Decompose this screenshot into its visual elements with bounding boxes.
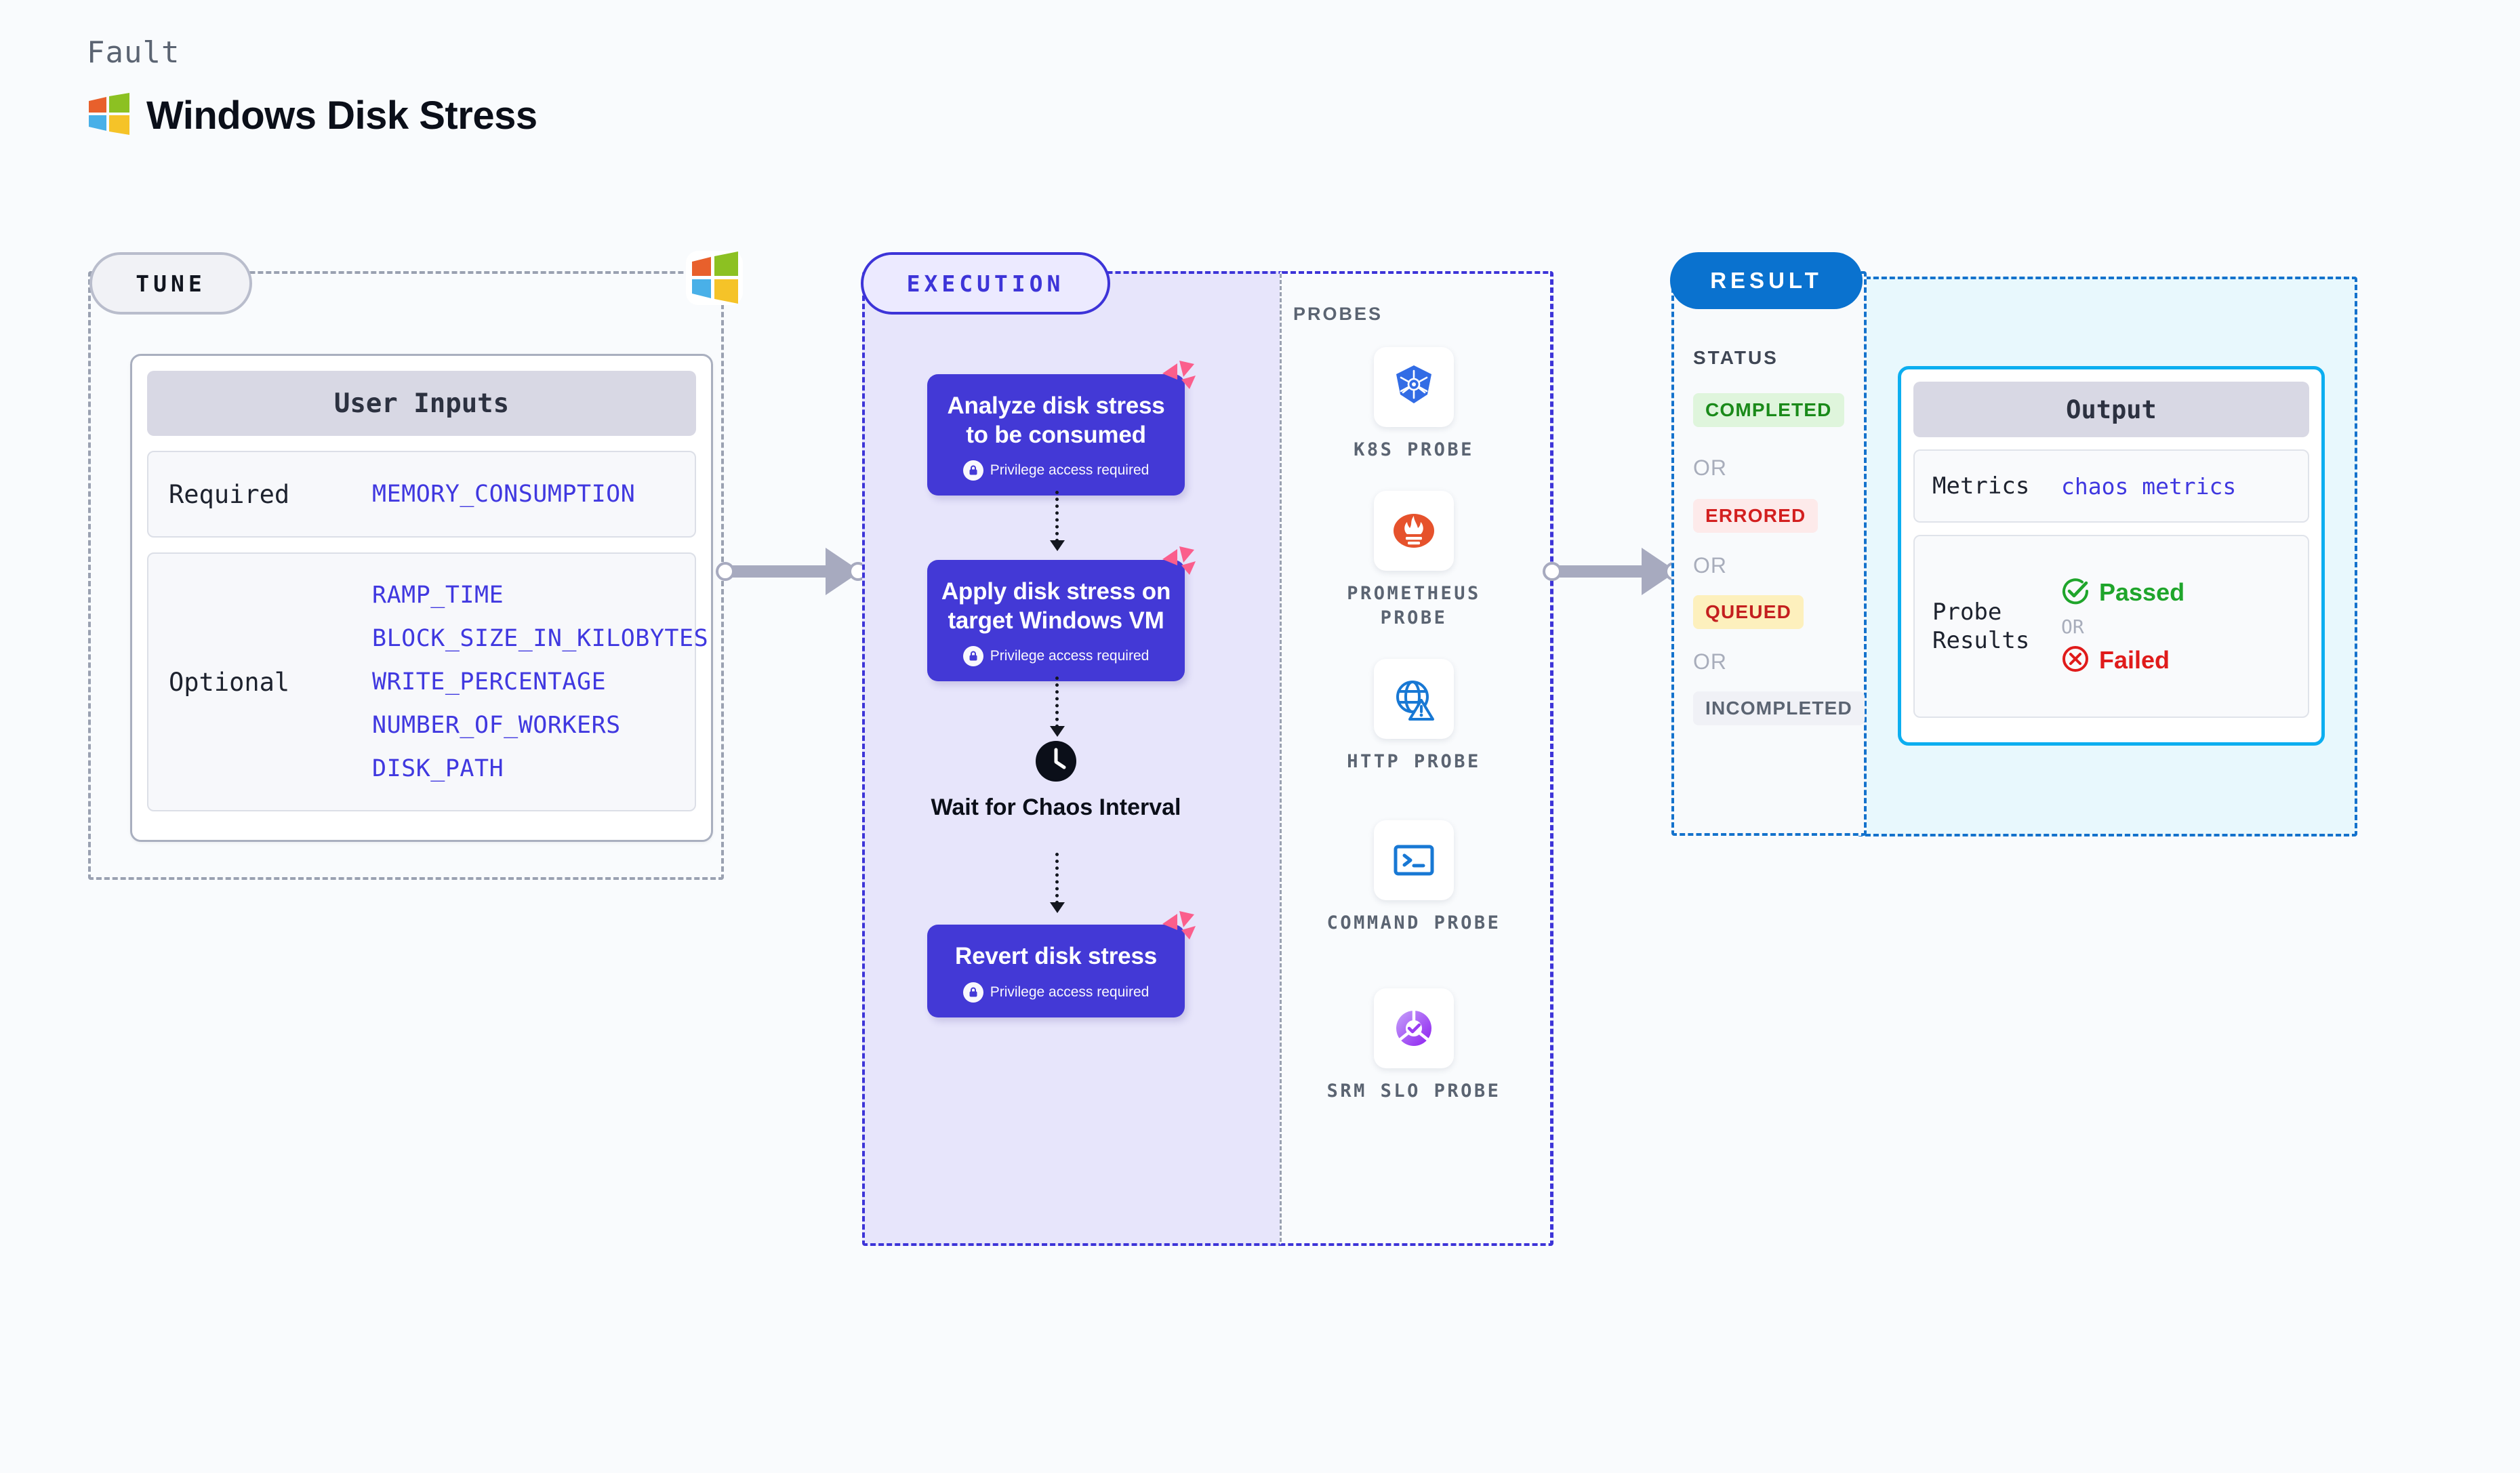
probe-result-passed: Passed (2061, 577, 2184, 609)
input-param[interactable]: MEMORY_CONSUMPTION (372, 481, 636, 508)
http-globe-warning-icon (1374, 659, 1454, 739)
execution-step[interactable]: Analyze disk stress to be consumed Privi… (927, 361, 1196, 496)
connector-dot-start (1543, 562, 1562, 581)
probe-label: SRM SLO PROBE (1326, 1081, 1501, 1102)
chaos-icon (1159, 358, 1197, 398)
privilege-note-text: Privilege access required (990, 462, 1150, 479)
chaos-icon (1159, 544, 1197, 584)
wait-for-chaos-interval-node: Wait for Chaos Interval (927, 740, 1185, 822)
status-or-label: OR (1693, 649, 1727, 674)
probe-item-command[interactable]: COMMAND PROBE (1312, 820, 1516, 935)
title-row: Windows Disk Stress (87, 93, 537, 138)
probes-title: PROBES (1293, 304, 1383, 324)
output-card: Output Metrics chaos metrics Probe Resul… (1898, 366, 2325, 746)
windows-logo-icon (87, 93, 131, 138)
tune-pill-label: TUNE (89, 252, 252, 315)
status-title: STATUS (1693, 347, 1779, 368)
execution-pill-label: EXECUTION (861, 252, 1110, 315)
connector-tune-to-execution (716, 548, 878, 595)
probe-item-srm-slo[interactable]: SRM SLO PROBE (1312, 988, 1516, 1104)
probe-item-http[interactable]: HTTP PROBE (1312, 659, 1516, 774)
status-or-label: OR (1693, 553, 1727, 578)
output-key-probe-results: Probe Results (1932, 598, 2030, 655)
probe-label: K8S PROBE (1354, 439, 1474, 460)
output-header: Output (1913, 382, 2309, 437)
user-inputs-row-required: Required MEMORY_CONSUMPTION (147, 451, 696, 538)
row-key-required: Required (169, 479, 290, 509)
step-title: Analyze disk stress to be consumed (947, 392, 1165, 448)
wait-label: Wait for Chaos Interval (931, 794, 1181, 820)
probe-item-prometheus[interactable]: PROMETHEUS PROBE (1312, 491, 1516, 631)
probe-result-failed: Failed (2061, 645, 2184, 677)
input-param[interactable]: RAMP_TIME (372, 582, 504, 609)
windows-logo-badge-icon (685, 249, 744, 310)
row-key-optional: Optional (169, 667, 290, 697)
probe-item-k8s[interactable]: K8S PROBE (1312, 347, 1516, 462)
output-row-metrics: Metrics chaos metrics (1913, 449, 2309, 523)
srm-slo-donut-check-icon (1374, 988, 1454, 1068)
privilege-note-text: Privilege access required (990, 984, 1150, 1000)
privilege-note: Privilege access required (937, 982, 1175, 1003)
status-badge-errored: ERRORED (1693, 499, 1818, 533)
terminal-icon (1374, 820, 1454, 900)
user-inputs-row-optional: Optional RAMP_TIME BLOCK_SIZE_IN_KILOBYT… (147, 552, 708, 811)
probe-results-list: Passed OR Failed (2061, 577, 2184, 677)
execution-step[interactable]: Apply disk stress on target Windows VM P… (927, 546, 1196, 682)
check-circle-icon (2061, 577, 2090, 609)
probes-panel (1280, 271, 1553, 1246)
lock-icon (962, 982, 983, 1003)
user-inputs-header: User Inputs (147, 371, 696, 436)
probe-label: HTTP PROBE (1347, 751, 1481, 772)
execution-step[interactable]: Revert disk stress Privilege access requ… (927, 911, 1196, 1017)
page-header: Fault Windows Disk Stress (87, 35, 537, 138)
page-title: Windows Disk Stress (146, 94, 537, 138)
status-badge-label: COMPLETED (1693, 393, 1844, 427)
output-value-metrics[interactable]: chaos metrics (2061, 472, 2237, 500)
output-row-probe-results: Probe Results Passed OR (1913, 535, 2309, 718)
eyebrow-label: Fault (87, 35, 180, 70)
row-values-optional: RAMP_TIME BLOCK_SIZE_IN_KILOBYTES WRITE_… (372, 582, 708, 782)
connector-bar (1552, 565, 1650, 578)
prometheus-icon (1374, 491, 1454, 571)
status-badge-label: QUEUED (1693, 595, 1804, 629)
row-values-required: MEMORY_CONSUMPTION (372, 481, 635, 508)
output-key-metrics: Metrics (1932, 472, 2030, 500)
privilege-note: Privilege access required (937, 646, 1175, 667)
chaos-icon (1159, 908, 1197, 948)
kubernetes-icon (1374, 347, 1454, 427)
connector-dot-start (716, 562, 735, 581)
flow-arrow-3 (1050, 853, 1065, 913)
probe-result-passed-label: Passed (2099, 578, 2185, 606)
flow-arrow-1 (1050, 491, 1065, 551)
status-badge-completed: COMPLETED (1693, 393, 1844, 427)
status-or-label: OR (1693, 456, 1727, 480)
probe-label: PROMETHEUS PROBE (1347, 583, 1481, 629)
input-param[interactable]: BLOCK_SIZE_IN_KILOBYTES (372, 625, 709, 652)
flow-arrow-2 (1050, 677, 1065, 737)
status-badge-label: ERRORED (1693, 499, 1818, 533)
input-param[interactable]: WRITE_PERCENTAGE (372, 668, 607, 695)
user-inputs-card: User Inputs Required MEMORY_CONSUMPTION … (130, 354, 713, 842)
input-param[interactable]: NUMBER_OF_WORKERS (372, 712, 621, 739)
privilege-note-text: Privilege access required (990, 648, 1150, 664)
clock-icon (927, 740, 1185, 786)
privilege-note: Privilege access required (937, 460, 1175, 481)
x-circle-icon (2061, 645, 2090, 677)
status-badge-queued: QUEUED (1693, 595, 1804, 629)
step-title: Apply disk stress on target Windows VM (941, 578, 1171, 634)
lock-icon (962, 646, 983, 667)
result-pill-label: RESULT (1670, 252, 1863, 309)
step-title: Revert disk stress (955, 943, 1157, 969)
input-param[interactable]: DISK_PATH (372, 755, 504, 782)
probe-results-or-label: OR (2061, 615, 2084, 638)
lock-icon (962, 460, 983, 481)
probe-label: COMMAND PROBE (1326, 912, 1501, 933)
probe-result-failed-label: Failed (2099, 646, 2170, 674)
status-badge-label: INCOMPLETED (1693, 691, 1865, 725)
connector-bar (725, 565, 834, 578)
connector-execution-to-result (1543, 548, 1693, 595)
result-panel (1671, 271, 1867, 836)
status-badge-incompleted: INCOMPLETED (1693, 691, 1865, 725)
